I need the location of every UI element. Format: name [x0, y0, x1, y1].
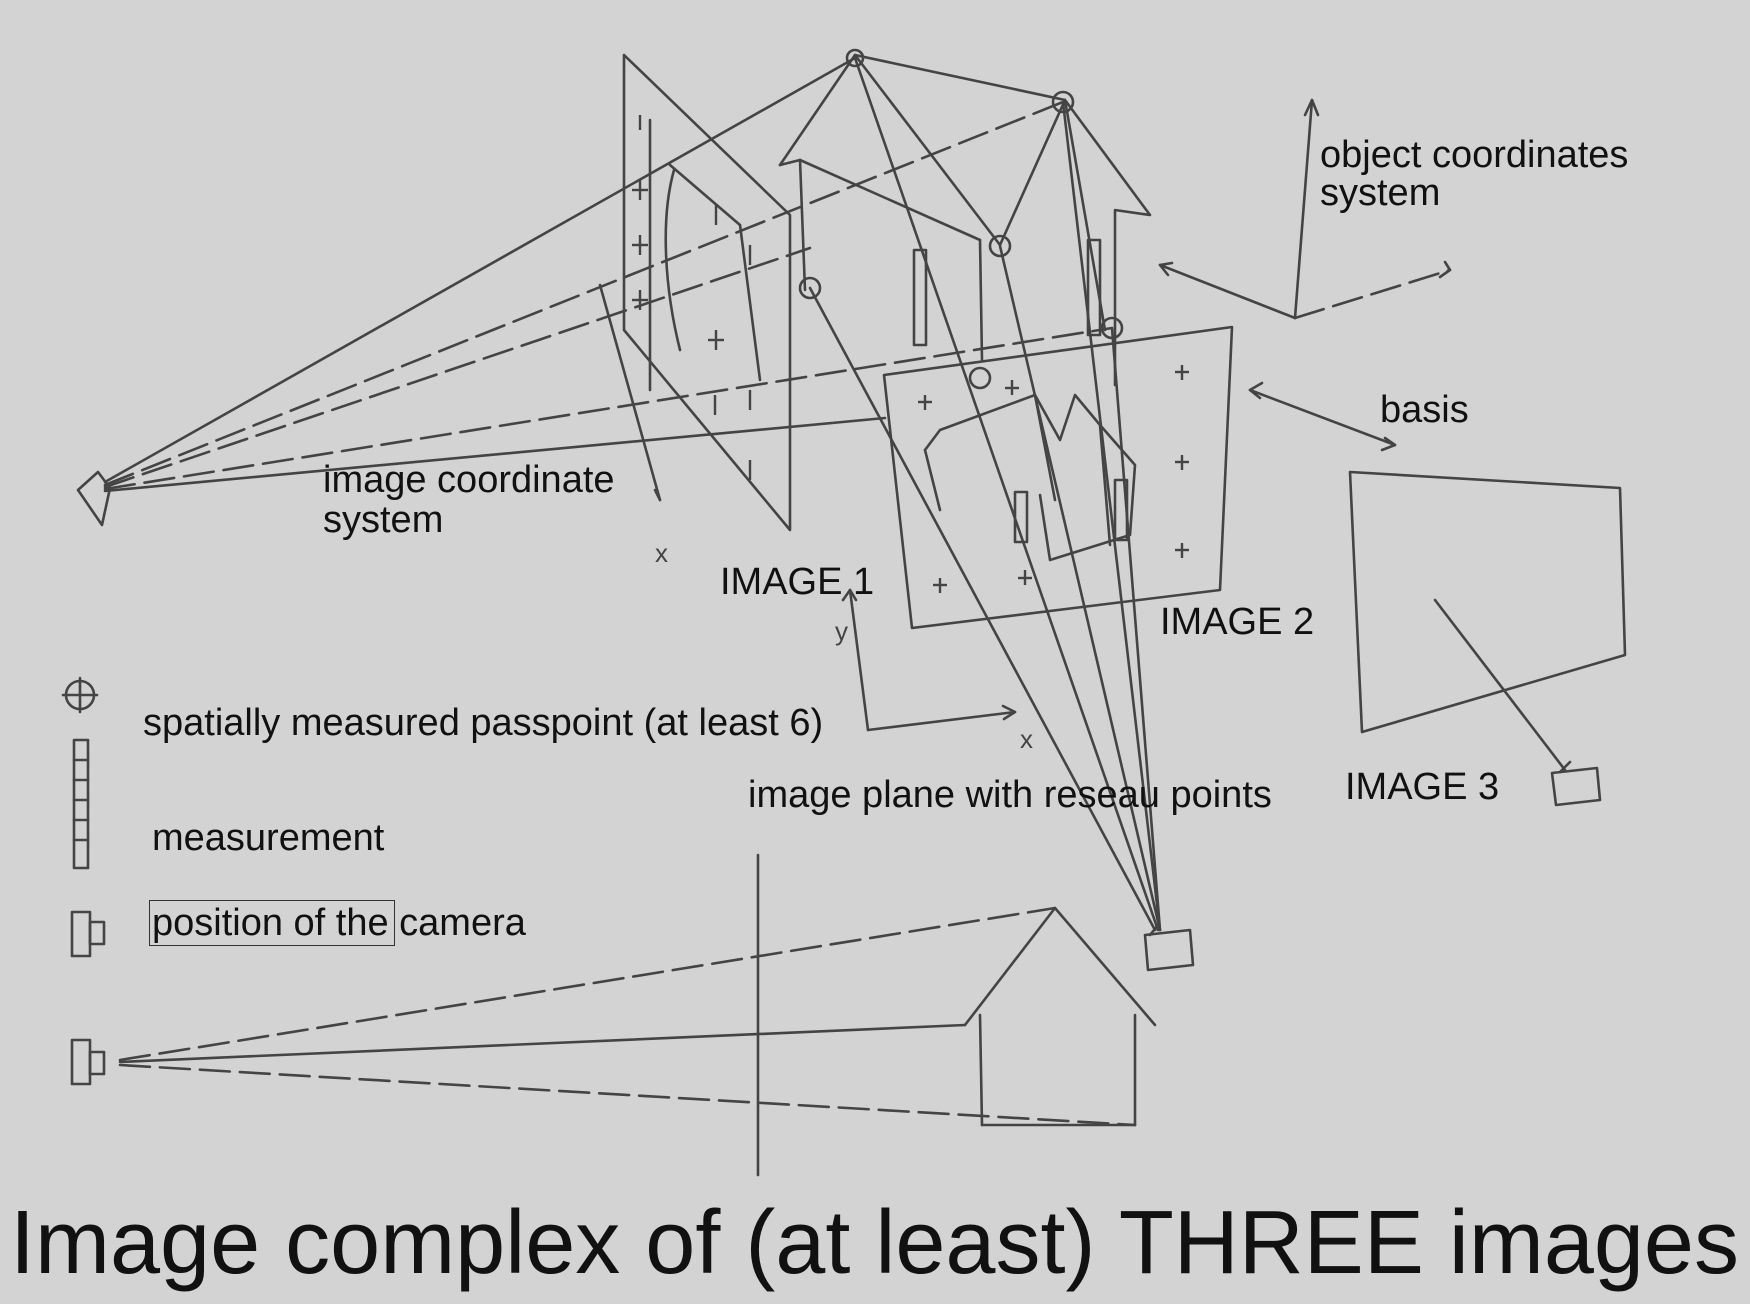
reseau-points-plane-2 [918, 365, 1189, 593]
axis-y-label: y [835, 616, 848, 646]
basis-arrow [1248, 381, 1397, 452]
image-1-label: IMAGE 1 [720, 561, 875, 603]
object-coordinates-label: object coordinates [1320, 134, 1629, 176]
image-2-label: IMAGE 2 [1160, 601, 1315, 643]
basis-label: basis [1380, 389, 1469, 431]
projection-rays-camera-1 [103, 56, 1114, 493]
image-plane-3 [1348, 470, 1627, 772]
camera-3 [1550, 760, 1602, 807]
legend-measurement-symbol [72, 738, 90, 870]
camera-1 [76, 470, 112, 527]
projection-rays-camera-2 [808, 56, 1162, 932]
legend-passpoint-label: spatially measured passpoint (at least 6… [143, 702, 824, 744]
legend-camera-symbol [70, 910, 106, 958]
image-coordinate-label: image coordinate [323, 459, 615, 501]
legend-camera-label: position of the camera [149, 900, 526, 946]
legend-measurement-label: measurement [152, 817, 385, 859]
object-house [778, 48, 1152, 390]
image-plane-label: image plane with reseau points [748, 774, 1272, 816]
side-view-scheme [70, 853, 1157, 1177]
diagram-title: Image complex of (at least) THREE images [10, 1193, 1739, 1293]
axis-x-label-1: x [655, 538, 668, 568]
image-coordinate-label-2: system [323, 499, 444, 541]
camera-2 [1143, 923, 1195, 972]
object-coordinates-label-2: system [1320, 172, 1441, 214]
image-coordinate-axes [841, 588, 1017, 732]
axis-x-label-2: x [1020, 724, 1033, 754]
image-plane-2 [882, 325, 1234, 630]
object-coordinate-axes [1158, 98, 1452, 320]
image-3-label: IMAGE 3 [1345, 766, 1500, 808]
image-plane-1 [598, 53, 792, 532]
reseau-points-plane-1 [632, 115, 752, 480]
legend-passpoint-symbol [61, 676, 99, 714]
